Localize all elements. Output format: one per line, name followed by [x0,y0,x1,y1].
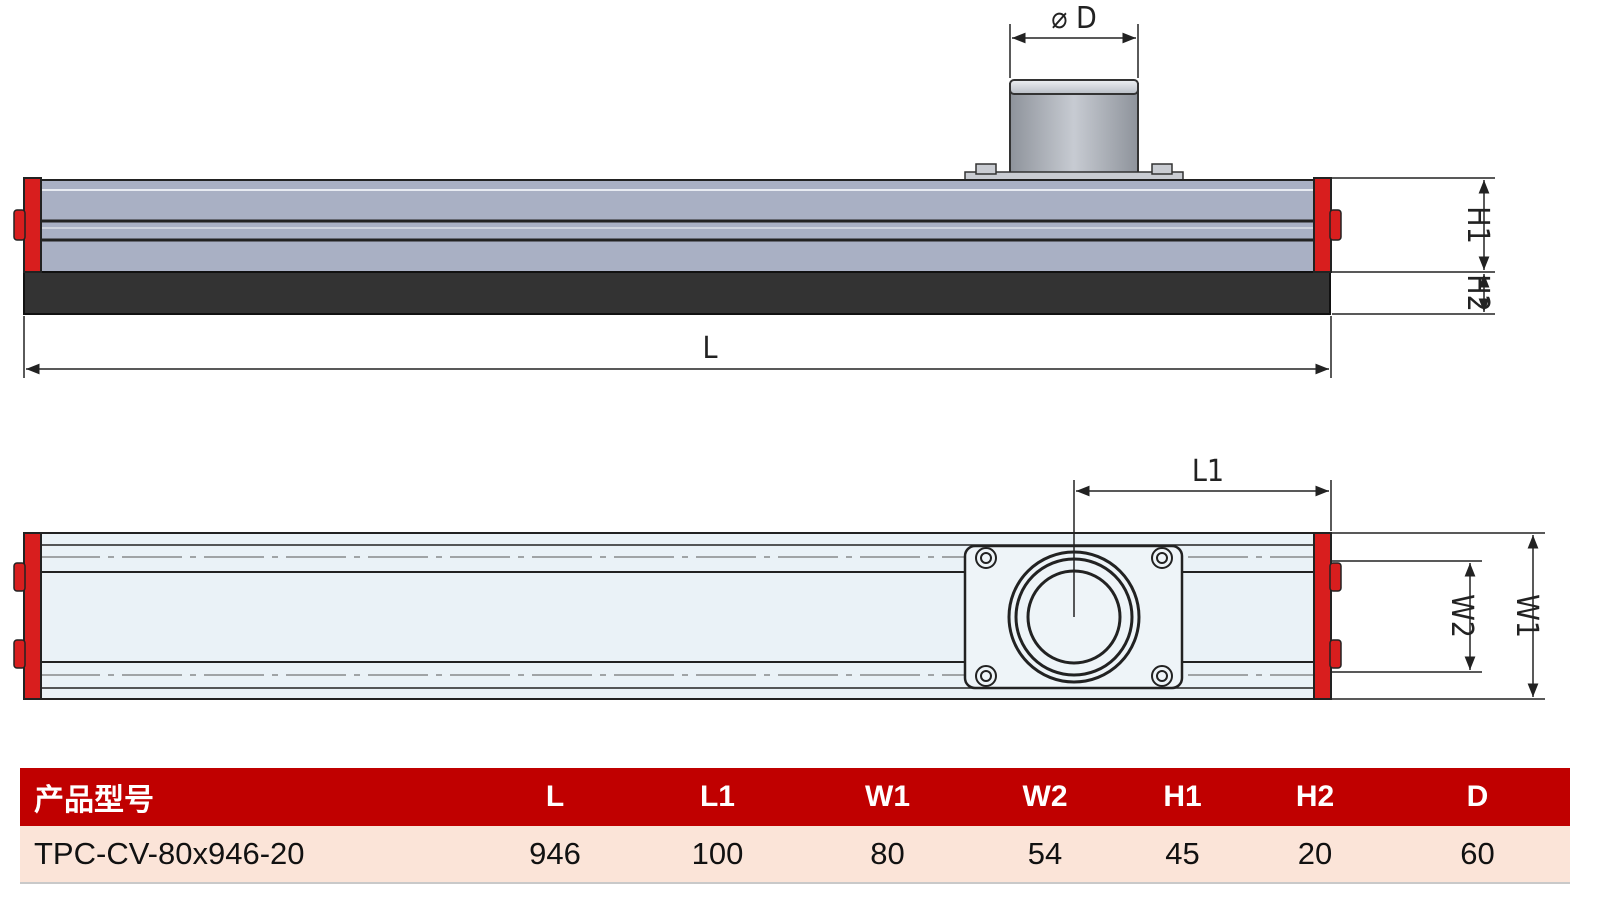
right-endcap [1313,177,1332,273]
dimension-d [1009,24,1139,78]
front-view: ⌀ D H1 H2 L [13,1,1495,378]
header-model: 产品型号 [20,768,480,826]
dim-label-l1: L1 [1192,454,1224,489]
outlet-pipe [964,79,1184,181]
flange-bolts [975,547,1173,687]
header-w2: W2 [970,768,1120,826]
cell-w2: 54 [970,826,1120,884]
cell-h1: 45 [1120,826,1245,884]
dim-label-d: ⌀ D [1051,1,1097,36]
profile-body [39,179,1316,273]
dim-label-h1: H1 [1460,206,1495,243]
dimension-h [1332,177,1495,315]
dim-label-w1: W1 [1509,594,1544,638]
base-strip [23,271,1331,315]
cell-model: TPC-CV-80x946-20 [20,826,480,884]
dim-label-l: L [702,331,717,366]
header-h1: H1 [1120,768,1245,826]
table-header-row: 产品型号 L L1 W1 W2 H1 H2 D [20,768,1570,826]
header-l: L [480,768,630,826]
technical-drawing: ⌀ D H1 H2 L [13,1,1545,700]
left-endcap [23,177,42,273]
header-d: D [1385,768,1570,826]
dim-label-h2: H2 [1460,274,1495,311]
cell-l1: 100 [630,826,805,884]
cell-h2: 20 [1245,826,1385,884]
header-l1: L1 [630,768,805,826]
header-h2: H2 [1245,768,1385,826]
table-row: TPC-CV-80x946-20 946 100 80 54 45 20 60 [20,826,1570,884]
cell-d: 60 [1385,826,1570,884]
header-w1: W1 [805,768,970,826]
dimension-l [23,316,1332,378]
dimension-w [1332,532,1545,700]
cell-w1: 80 [805,826,970,884]
dimension-l1 [1073,480,1332,617]
cell-l: 946 [480,826,630,884]
top-view: L1 W2 W1 [13,454,1545,700]
dim-label-w2: W2 [1444,594,1479,638]
spec-table: 产品型号 L L1 W1 W2 H1 H2 D TPC-CV-80x946-20… [20,768,1570,884]
